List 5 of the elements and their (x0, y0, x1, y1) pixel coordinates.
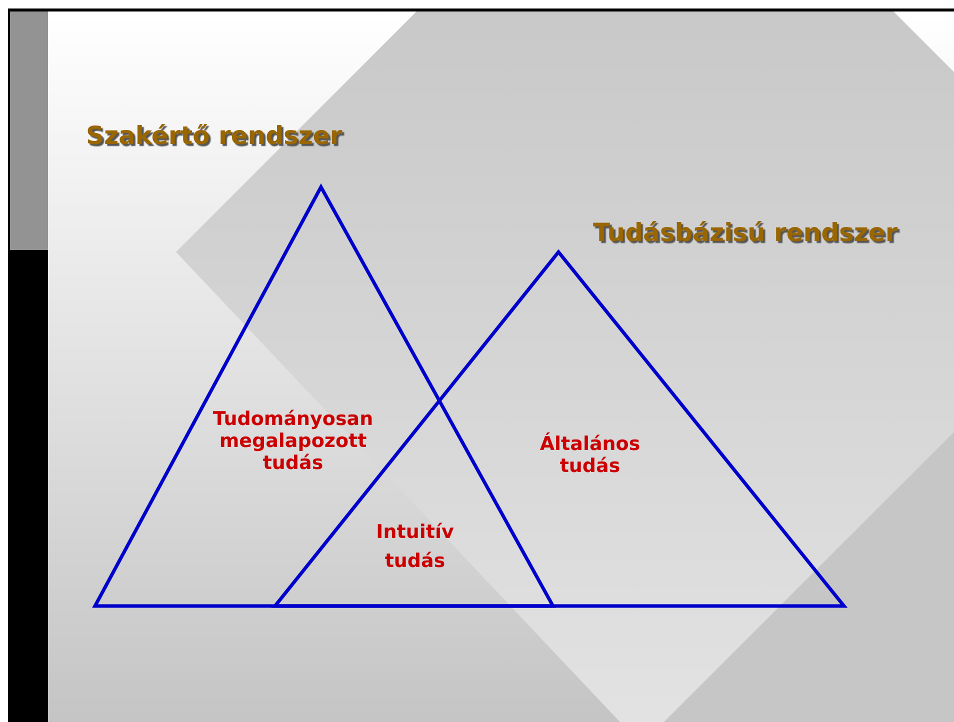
knowledge-label: Általános tudás (538, 433, 642, 477)
system-heading: Tudásbázisú rendszer (593, 217, 898, 249)
system-heading: Szakértő rendszer (86, 120, 342, 152)
knowledge-label: Intuitív tudás (375, 520, 455, 574)
knowledge-label: Tudományosan megalapozott tudás (212, 408, 374, 474)
